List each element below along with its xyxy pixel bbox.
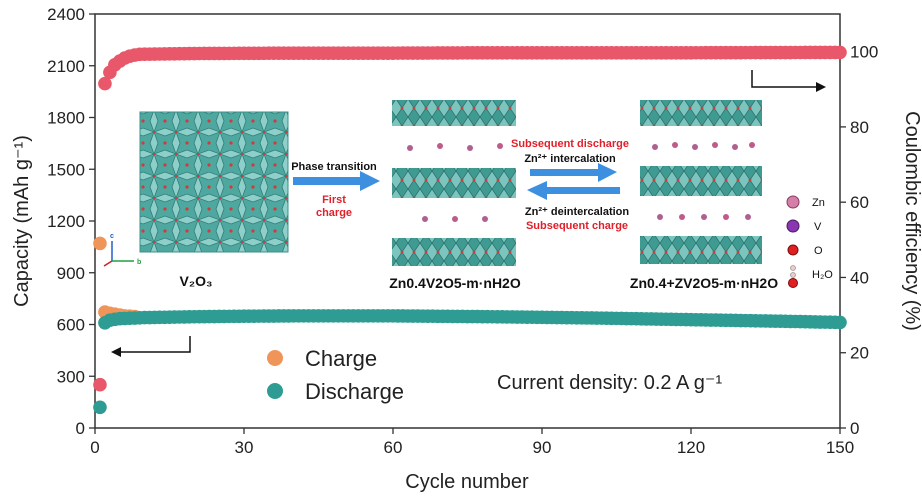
x-tick-label: 30 <box>235 438 254 457</box>
charge-point <box>93 236 107 251</box>
y-left-tick-label: 0 <box>76 419 85 438</box>
ce-point <box>93 377 107 392</box>
right-structure-label: Zn0.4+ZV2O5-m·nH2O <box>630 275 778 291</box>
x-tick-label: 0 <box>90 438 99 457</box>
phase-transition-label: Phase transition <box>291 161 377 173</box>
h2o-marker <box>788 278 798 288</box>
v2o3-structure <box>139 111 289 253</box>
first-charge-label-line2: charge <box>316 207 352 219</box>
y-left-axis-title: Capacity (mAh g⁻¹) <box>11 135 33 307</box>
discharge-arrow <box>530 163 617 182</box>
v2o3-label: V₂O₃ <box>180 273 213 289</box>
y-left-tick-label: 1500 <box>47 160 85 179</box>
subsequent-charge-label: Subsequent charge <box>526 220 628 232</box>
middle-structure-label: Zn0.4V2O5-m·nH2O <box>389 275 521 291</box>
x-tick-label: 120 <box>677 438 705 457</box>
discharge-point <box>833 315 847 330</box>
right-axis-arrow <box>751 70 826 92</box>
y-left-tick-label: 1800 <box>47 109 85 128</box>
y-left-tick-label: 1200 <box>47 212 85 231</box>
legend-label-discharge: Discharge <box>305 379 404 404</box>
ce-point <box>98 76 112 91</box>
y-left-tick-label: 2100 <box>47 57 85 76</box>
zn-deintercalation-label: Zn²⁺ deintercalation <box>525 206 629 218</box>
atom-legend-o: O <box>814 245 823 257</box>
ce-point <box>127 48 142 62</box>
x-tick-label: 90 <box>533 438 552 457</box>
legend-marker-discharge <box>267 383 283 399</box>
atom-legend-v: V <box>814 221 822 233</box>
legend: Charge Discharge <box>267 346 404 404</box>
x-axis-title: Cycle number <box>405 471 529 493</box>
y-left-tick-label: 2400 <box>47 5 85 24</box>
x-tick-label: 150 <box>826 438 854 457</box>
y-right-tick-label: 60 <box>850 193 869 212</box>
y-right-tick-label: 0 <box>850 419 859 438</box>
current-density-note: Current density: 0.2 A g⁻¹ <box>497 372 722 394</box>
first-charge-label-line1: First <box>322 194 346 206</box>
atom-legend-h2o: H₂O <box>812 269 833 281</box>
y-right-tick-label: 80 <box>850 118 869 137</box>
y-right-tick-label: 40 <box>850 268 869 287</box>
inset-schematic: c b V₂O₃ Phase transition First charge Z… <box>103 100 833 291</box>
layered-structure-1 <box>392 100 516 266</box>
axis-b-label: b <box>137 259 141 266</box>
series-discharge <box>93 309 847 415</box>
o-atom-marker <box>787 244 799 256</box>
first-charge-arrow <box>293 171 380 191</box>
discharge-point <box>108 312 122 327</box>
atom-legend-zn: Zn <box>812 197 825 209</box>
y-left-tick-label: 600 <box>57 316 85 335</box>
y-right-tick-label: 20 <box>850 344 869 363</box>
y-right-tick-label: 100 <box>850 43 878 62</box>
legend-marker-charge <box>267 350 283 366</box>
y-right-axis-title: Coulombic efficiency (%) <box>901 111 922 331</box>
y-left-tick-label: 900 <box>57 264 85 283</box>
x-tick-label: 60 <box>384 438 403 457</box>
charge-arrow <box>527 181 620 200</box>
legend-label-charge: Charge <box>305 346 377 371</box>
ce-point <box>833 45 847 60</box>
crystal-axes-indicator: c b <box>103 233 141 267</box>
atom-legend: Zn V O H₂O <box>786 195 833 288</box>
series-charge <box>93 236 142 324</box>
layered-structure-2 <box>640 100 762 264</box>
v-atom-marker <box>786 219 800 233</box>
axis-c-label: c <box>110 233 114 240</box>
series-coulombic-efficiency <box>93 45 847 392</box>
zn-intercalation-label: Zn²⁺ intercalation <box>524 153 616 165</box>
left-axis-arrow <box>111 336 191 357</box>
y-left-tick-label: 300 <box>57 367 85 386</box>
subsequent-discharge-label: Subsequent discharge <box>511 138 629 150</box>
discharge-point <box>93 400 107 415</box>
series-marks <box>93 45 847 415</box>
zn-atom-marker <box>786 195 800 209</box>
